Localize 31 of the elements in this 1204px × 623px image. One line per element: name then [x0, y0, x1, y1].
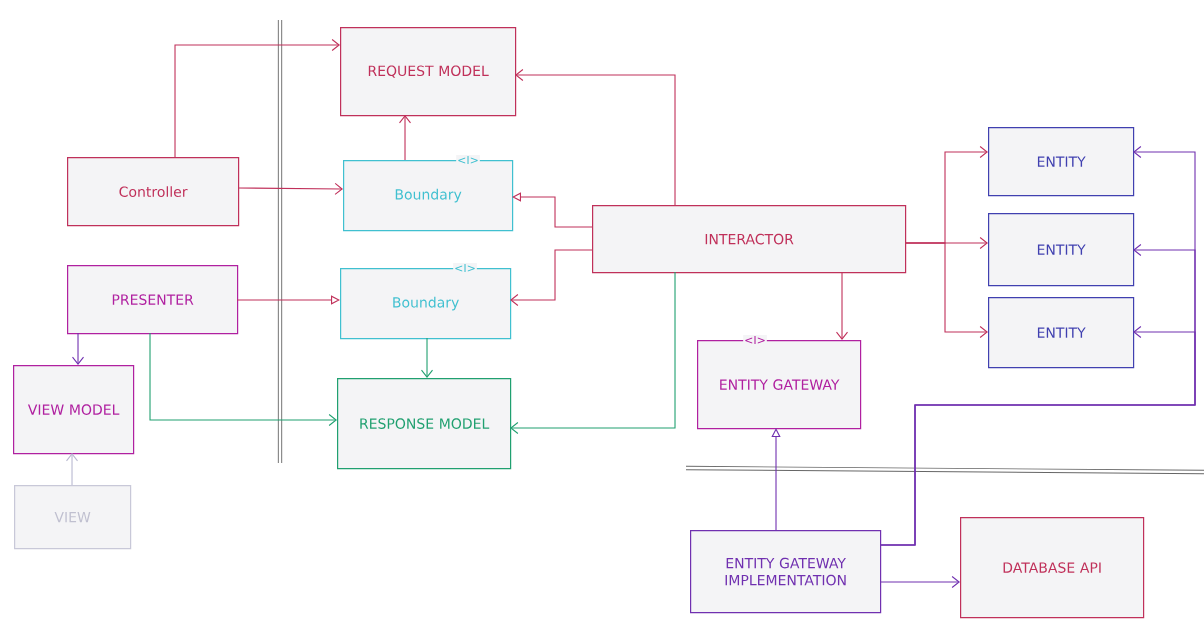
component-box: PRESENTER [67, 265, 239, 335]
arrow [515, 68, 676, 206]
arrow [879, 575, 960, 589]
arrow [236, 295, 340, 305]
interface-label: <I> [456, 155, 480, 165]
arrow [879, 325, 1196, 546]
arrow [771, 428, 781, 531]
arrow [510, 249, 593, 307]
component-box: ENTITY [988, 297, 1135, 369]
arrow [420, 337, 434, 378]
component-box: DATABASE API [960, 517, 1145, 619]
arrow [149, 332, 337, 427]
component-box: ENTITY GATEWAY IMPLEMENTATION [690, 530, 882, 614]
arrow [512, 192, 593, 228]
interactor-box: INTERACTOR [592, 205, 907, 274]
arrow [835, 271, 849, 340]
component-box: ENTITY [988, 127, 1135, 197]
component-box: REQUEST MODEL [340, 27, 517, 117]
interface-label: <I> [453, 263, 477, 273]
component-box: Controller [67, 157, 240, 227]
arrow [237, 182, 343, 195]
arrow [71, 332, 85, 365]
arrow [65, 453, 79, 486]
component-box: VIEW MODEL [13, 365, 135, 455]
arrow [174, 38, 340, 158]
component-box: ENTITY [988, 213, 1135, 287]
component-box: RESPONSE MODEL [337, 378, 512, 470]
arrow [398, 115, 412, 161]
arrow [904, 242, 988, 339]
arrow [510, 271, 676, 435]
interface-label: <I> [743, 335, 767, 345]
